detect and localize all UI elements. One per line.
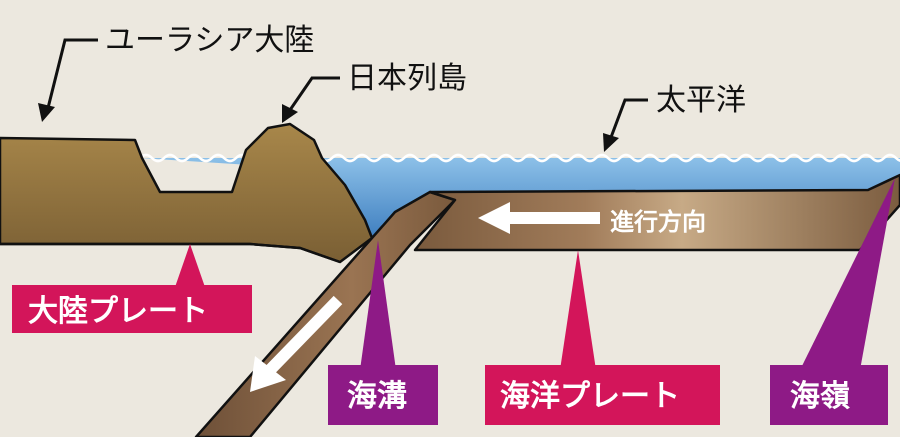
direction-label: 進行方向 <box>610 208 706 236</box>
eurasia-leader <box>46 38 98 109</box>
japan-label: 日本列島 <box>347 61 467 96</box>
pacific-leader <box>608 98 648 141</box>
pacific-label: 太平洋 <box>656 83 746 118</box>
continental-plate-tag <box>12 285 252 333</box>
pacific-leader-arrowhead <box>603 133 619 152</box>
subduction-arrow <box>250 295 343 392</box>
ridge-pointer <box>800 178 895 370</box>
eurasia-leader-arrowhead <box>38 103 55 122</box>
ridge-label: 海嶺 <box>790 379 850 414</box>
ridge-tag <box>770 365 888 425</box>
eurasia-label: ユーラシア大陸 <box>105 23 314 58</box>
japan-leader <box>288 76 340 111</box>
oceanic-plate-label: 海洋プレート <box>500 379 680 414</box>
oceanic-plate-tag <box>485 365 720 425</box>
continental-plate-pointer <box>174 244 206 290</box>
direction-arrow <box>478 202 600 234</box>
trench-tag <box>328 365 438 425</box>
trench-label: 海溝 <box>347 379 407 414</box>
trench-pointer <box>360 240 396 370</box>
continental-plate-boundary <box>0 242 341 264</box>
japan-leader-arrowhead <box>282 104 298 123</box>
oceanic-plate-pointer <box>560 250 596 370</box>
continental-plate-label: 大陸プレート <box>28 294 208 329</box>
